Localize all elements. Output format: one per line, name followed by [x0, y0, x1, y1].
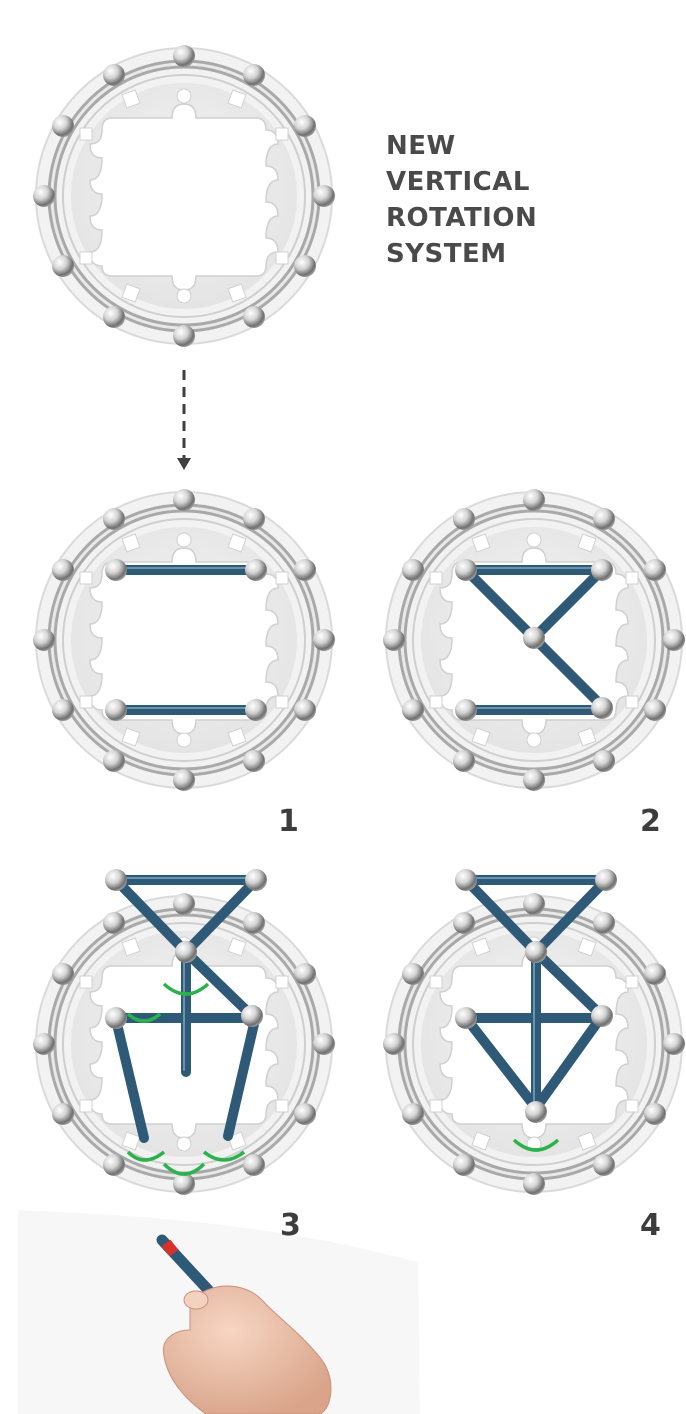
down-arrow-icon	[177, 370, 191, 470]
headline: NEW VERTICAL ROTATION SYSTEM	[386, 128, 537, 272]
headline-line: NEW	[386, 128, 537, 164]
headline-line: ROTATION	[386, 200, 537, 236]
step-1-figure	[33, 489, 335, 791]
headline-line: SYSTEM	[386, 236, 537, 272]
step-3-figure	[33, 869, 335, 1195]
step-2-figure	[383, 489, 685, 791]
step-number-3: 3	[280, 1208, 301, 1243]
step-number-2: 2	[640, 804, 661, 839]
headline-line: VERTICAL	[386, 164, 537, 200]
hand-icon	[18, 1210, 420, 1414]
step-4-figure	[383, 869, 685, 1195]
rotation-ring-empty	[33, 45, 335, 347]
step-number-4: 4	[640, 1208, 661, 1243]
step-number-1: 1	[278, 804, 299, 839]
